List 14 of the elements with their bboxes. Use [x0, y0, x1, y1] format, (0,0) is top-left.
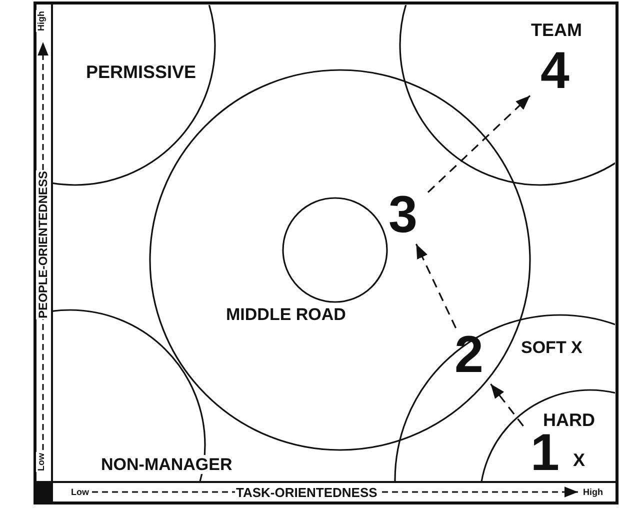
arrow [427, 95, 531, 193]
axis-label: High [582, 487, 604, 498]
zone-label: NON-MANAGER [100, 455, 234, 474]
axis-label: High [36, 10, 47, 32]
arrow [490, 384, 524, 426]
axis-label: Low [70, 487, 90, 498]
axis-label: Low [36, 452, 47, 472]
step-number: 2 [448, 332, 490, 378]
arrow [415, 244, 457, 328]
step-number: 3 [382, 192, 424, 238]
axis-label: TASK-ORIENTEDNESS [235, 485, 378, 500]
step-number: 1 [525, 430, 565, 476]
axis-label: PEOPLE-ORIENTEDNESS [36, 170, 50, 320]
step-number: 4 [534, 48, 576, 94]
